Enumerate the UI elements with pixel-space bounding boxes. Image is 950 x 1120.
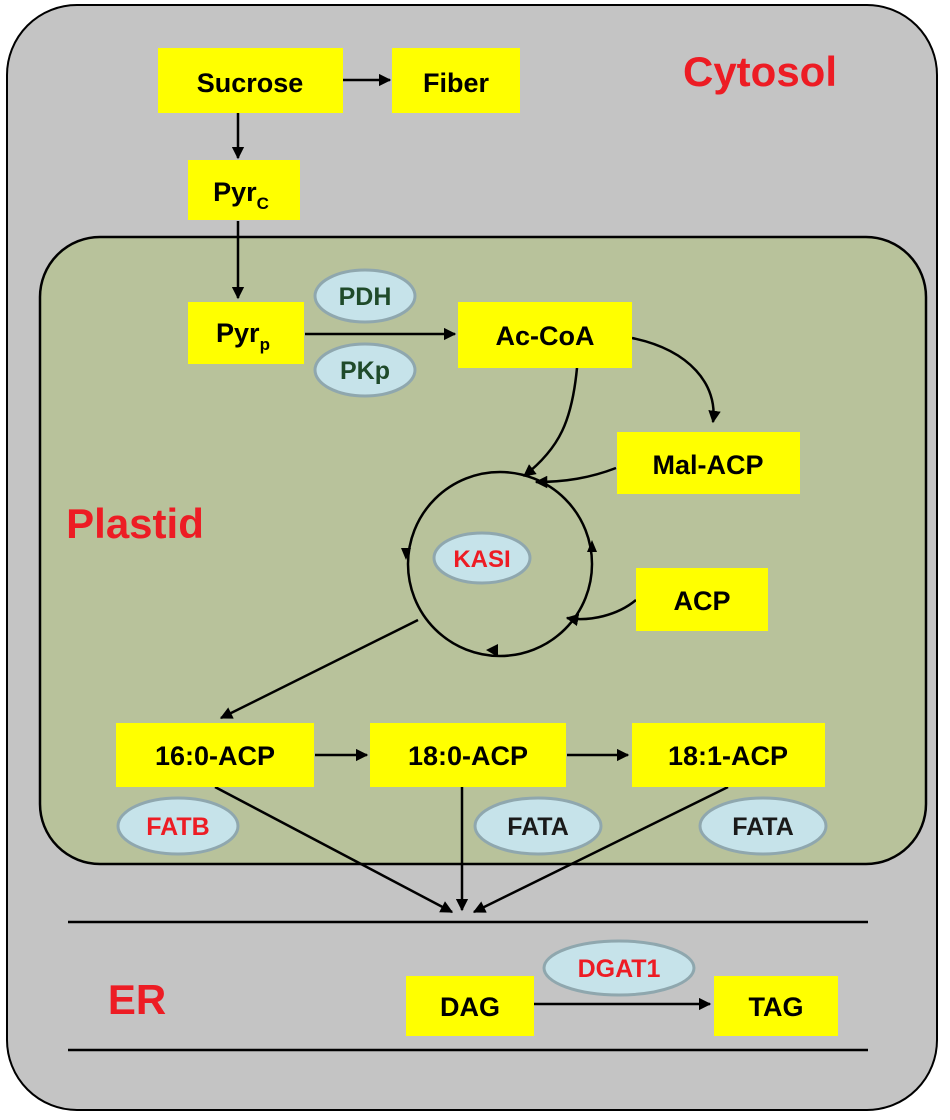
metabolite-dag: DAG <box>406 976 534 1036</box>
svg-text:18:1-ACP: 18:1-ACP <box>668 741 788 771</box>
arrow-16acp-to-er <box>214 785 454 914</box>
enzyme-pkp: PKp <box>313 342 417 398</box>
enzyme-pdh: PDH <box>313 268 417 324</box>
svg-text:FATA: FATA <box>507 813 569 841</box>
enzyme-fatb: FATB <box>116 796 240 856</box>
svg-text:Pyrp: Pyrp <box>216 318 270 354</box>
arrow-accoa-to-cycle <box>523 367 579 477</box>
svg-text:PKp: PKp <box>340 357 390 385</box>
enzyme-kasi: KASI <box>432 531 532 585</box>
cytosol-label: Cytosol <box>683 48 837 95</box>
metabolite-fiber: Fiber <box>392 48 520 113</box>
metabolite-pyr-c: PyrC <box>188 160 300 220</box>
arrow-cycle-to-16acp <box>219 618 419 720</box>
svg-text:Ac-CoA: Ac-CoA <box>496 321 595 351</box>
svg-text:TAG: TAG <box>749 992 804 1022</box>
metabolite-mal-acp: Mal-ACP <box>617 432 800 494</box>
svg-text:FATA: FATA <box>732 813 794 841</box>
svg-text:DGAT1: DGAT1 <box>578 955 661 983</box>
enzyme-fata-1: FATA <box>473 796 603 856</box>
svg-text:FATB: FATB <box>146 813 209 841</box>
er-label: ER <box>108 976 166 1023</box>
enzyme-dgat1: DGAT1 <box>542 939 696 997</box>
svg-text:DAG: DAG <box>440 992 500 1022</box>
svg-text:Sucrose: Sucrose <box>197 68 304 98</box>
metabolite-ac-coa: Ac-CoA <box>458 302 632 368</box>
cycle-arrowhead-bottom <box>486 644 498 657</box>
fatty-acid-cycle <box>406 470 594 658</box>
svg-text:Mal-ACP: Mal-ACP <box>652 450 763 480</box>
arrow-accoa-to-malacp <box>631 336 721 424</box>
metabolite-18-0-acp: 18:0-ACP <box>370 723 566 787</box>
svg-text:PDH: PDH <box>339 283 392 311</box>
metabolite-tag: TAG <box>714 976 838 1036</box>
svg-text:ACP: ACP <box>673 586 730 616</box>
cycle-arrowhead-left <box>401 548 411 560</box>
arrow-malacp-to-cycle <box>534 466 617 489</box>
metabolite-sucrose: Sucrose <box>158 48 343 113</box>
arrow-181acp-to-er <box>472 785 729 914</box>
enzyme-fata-2: FATA <box>698 796 828 856</box>
svg-text:KASI: KASI <box>453 546 510 573</box>
svg-text:18:0-ACP: 18:0-ACP <box>408 741 528 771</box>
metabolite-pyr-p: Pyrp <box>188 302 304 364</box>
metabolite-acp: ACP <box>636 568 768 631</box>
metabolite-16-0-acp: 16:0-ACP <box>116 723 314 787</box>
svg-text:16:0-ACP: 16:0-ACP <box>155 741 275 771</box>
metabolite-18-1-acp: 18:1-ACP <box>632 723 825 787</box>
svg-text:PyrC: PyrC <box>213 177 269 213</box>
plastid-label: Plastid <box>66 500 204 547</box>
svg-text:Fiber: Fiber <box>423 68 490 98</box>
cycle-arrowhead-right <box>587 540 597 552</box>
